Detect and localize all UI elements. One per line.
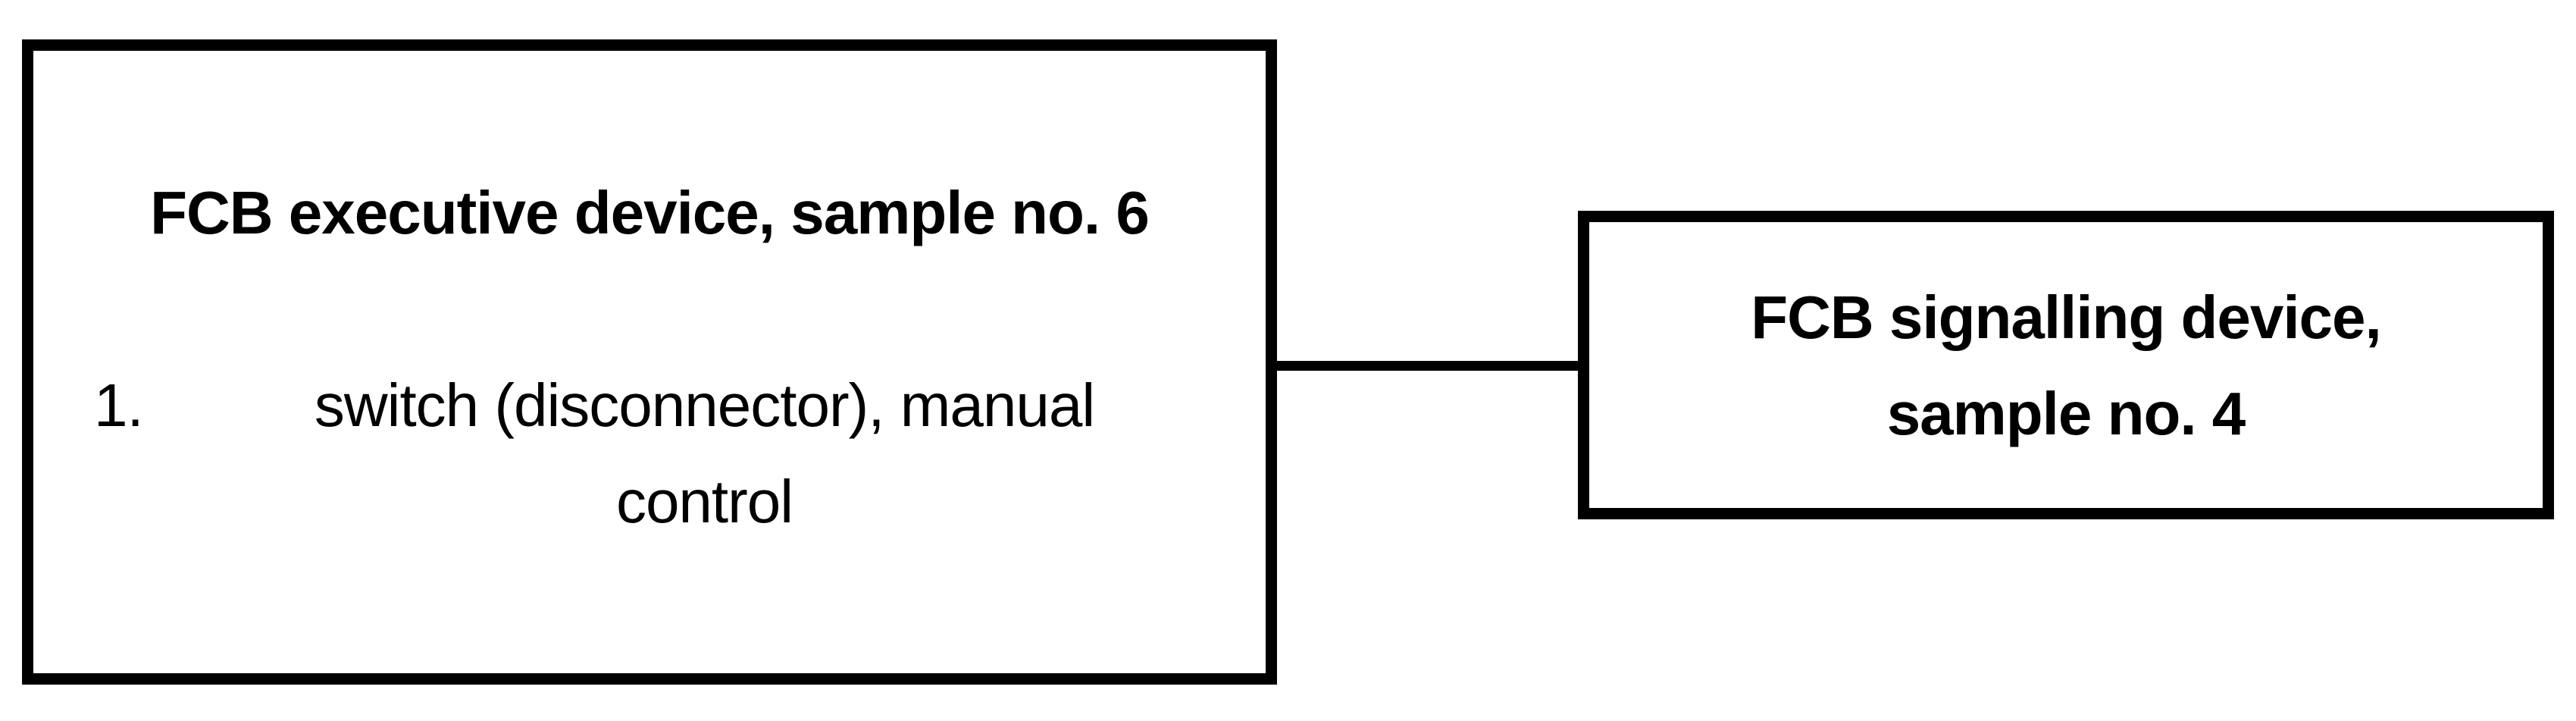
list-item-number: 1. [94, 371, 144, 439]
executive-device-box: FCB executive device, sample no. 6 1. sw… [22, 39, 1277, 685]
signalling-box-line-1: FCB signalling device, [1751, 283, 2382, 351]
list-item-text-line-1: switch (disconnector), manual [314, 371, 1095, 439]
signalling-box-line-2: sample no. 4 [1886, 379, 2246, 447]
signalling-device-box: FCB signalling device, sample no. 4 [1578, 211, 2554, 519]
list-item-text-line-2: control [615, 468, 793, 535]
executive-box-title: FCB executive device, sample no. 6 [150, 179, 1150, 246]
list-item: 1. switch (disconnector), manual control [33, 357, 1266, 550]
list-item-text: switch (disconnector), manual control [215, 357, 1194, 550]
connector-line [1277, 361, 1578, 371]
